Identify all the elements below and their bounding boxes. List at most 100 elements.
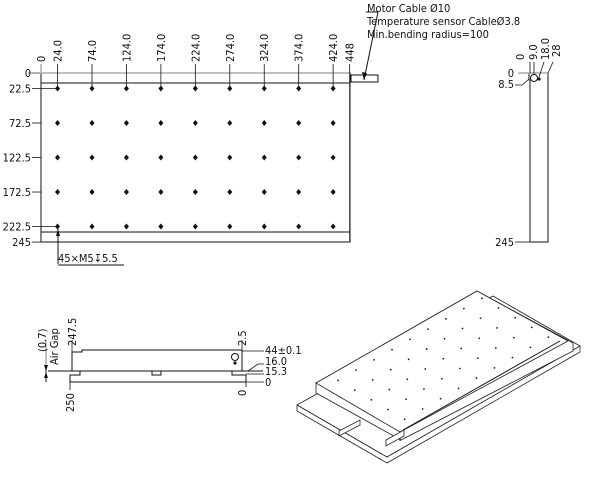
m5-hole-marker: [192, 85, 198, 92]
iso-hole-dot: [423, 388, 425, 390]
iso-hole-dot: [511, 356, 514, 359]
iso-hole-dot: [547, 336, 550, 338]
m5-hole-marker: [55, 189, 61, 196]
side-left-0: 0: [508, 67, 514, 80]
iso-hole-dot: [355, 369, 357, 372]
iso-hole-dot: [425, 348, 428, 350]
iso-hole-dot: [337, 379, 340, 382]
iso-hole-dot: [445, 317, 447, 320]
m5-hole-marker: [89, 120, 95, 127]
iso-hole-dot: [443, 337, 446, 340]
iso-hole-dot: [494, 347, 497, 349]
m5-hole-marker: [55, 120, 61, 127]
iso-hole-dot: [353, 389, 356, 392]
iso-hole-dot: [407, 358, 410, 361]
m5-hole-marker: [261, 120, 267, 127]
m5-hole-marker: [261, 189, 267, 196]
side-label-28: 28: [550, 44, 563, 57]
x-dimension-label: 124.0: [120, 34, 133, 62]
m5-hole-marker: [296, 154, 302, 161]
y-dimension-label: 172.5: [3, 186, 31, 199]
iso-hole-dot: [512, 336, 515, 339]
m5-hole-marker: [192, 189, 198, 196]
y-dimension-label: 222.5: [3, 221, 31, 234]
iso-hole-dot: [371, 378, 374, 381]
m5-hole-marker: [330, 189, 336, 196]
m5-hole-marker: [123, 189, 129, 196]
iso-hole-dot: [424, 368, 427, 370]
side-label-0: 0: [514, 54, 527, 60]
side-label-9: 9.0: [527, 44, 540, 60]
label-16: 16.0: [265, 355, 287, 368]
x-dimension-label: 374.0: [293, 34, 306, 62]
m5-hole-marker: [261, 223, 267, 230]
m5-hole-marker: [123, 85, 129, 92]
side-ext-8-5: [515, 78, 530, 86]
x-dimension-label: 174.0: [155, 34, 168, 62]
side-label-18: 18.0: [539, 38, 552, 60]
x-dimension-label: 324.0: [258, 34, 271, 62]
m5-hole-marker: [158, 189, 164, 196]
m5-hole-marker: [296, 189, 302, 196]
iso-hole-dot: [461, 327, 464, 330]
y-dimension-label: 22.5: [9, 83, 31, 96]
m5-hole-marker: [123, 154, 129, 161]
iso-hole-dot: [388, 388, 391, 391]
iso-rail: [402, 340, 561, 431]
label-2-5: 2.5: [236, 330, 249, 346]
iso-hole-dot: [475, 377, 478, 380]
m5-hole-marker: [158, 223, 164, 230]
y-dimension-label: 122.5: [3, 152, 31, 165]
hole-note: 45×M5↧5.5: [58, 252, 118, 265]
iso-hole-dot: [476, 357, 479, 360]
m5-hole-marker: [123, 223, 129, 230]
iso-plate-top: [315, 290, 569, 433]
m5-hole-marker: [89, 189, 95, 196]
cable-note-line2: Temperature sensor CableØ3.8: [366, 15, 520, 28]
m5-hole-marker: [330, 120, 336, 127]
label-247-5: 247.5: [66, 318, 79, 346]
m5-hole-marker: [227, 120, 233, 127]
iso-hole-dot: [439, 397, 442, 400]
iso-hole-dot: [389, 368, 392, 371]
x-dimension-label: 424.0: [327, 34, 340, 62]
side-left-245: 245: [495, 236, 514, 249]
iso-hole-dot: [442, 357, 445, 360]
isometric-view: [296, 290, 581, 464]
m5-hole-marker: [296, 120, 302, 127]
air-gap-value: (0.7): [36, 328, 49, 352]
iso-hole-dot: [480, 297, 483, 300]
x-dimension-label: 74.0: [86, 40, 99, 62]
m5-hole-marker: [192, 223, 198, 230]
iso-hole-dot: [497, 307, 500, 309]
m5-hole-marker: [227, 85, 233, 92]
label-0-right: 0: [265, 376, 271, 389]
cable-leader-arrow: [362, 72, 367, 80]
iso-base-edge: [296, 345, 581, 458]
ext-16: [247, 363, 264, 372]
cable-note-line3: Min.bending radius=100: [367, 28, 489, 41]
y-dimension-label: 72.5: [9, 117, 31, 130]
iso-hole-dot: [370, 398, 373, 401]
iso-hole-dot: [493, 366, 496, 369]
leader-arrow: [56, 229, 60, 236]
air-gap-arrow-top: [44, 365, 48, 371]
m5-hole-marker: [330, 154, 336, 161]
front-view: 247.5 250 2.5 0 44±0.1 16.0 15.3 0 (0.7)…: [36, 318, 302, 412]
iso-hole-dot: [460, 347, 463, 350]
m5-hole-marker: [89, 85, 95, 92]
m5-hole-marker: [55, 223, 61, 230]
x-dimension-label: 274.0: [224, 34, 237, 62]
iso-hole-dot: [462, 307, 465, 310]
x-dimension-label: 224.0: [189, 34, 202, 62]
iso-hole-dot: [529, 346, 532, 349]
cable-circle: [530, 74, 538, 82]
iso-hole-dot: [530, 326, 533, 329]
m5-hole-marker: [158, 85, 164, 92]
iso-hole-dot: [409, 338, 411, 341]
air-gap-arrow-bottom: [44, 372, 48, 378]
iso-hole-dot: [496, 327, 499, 329]
